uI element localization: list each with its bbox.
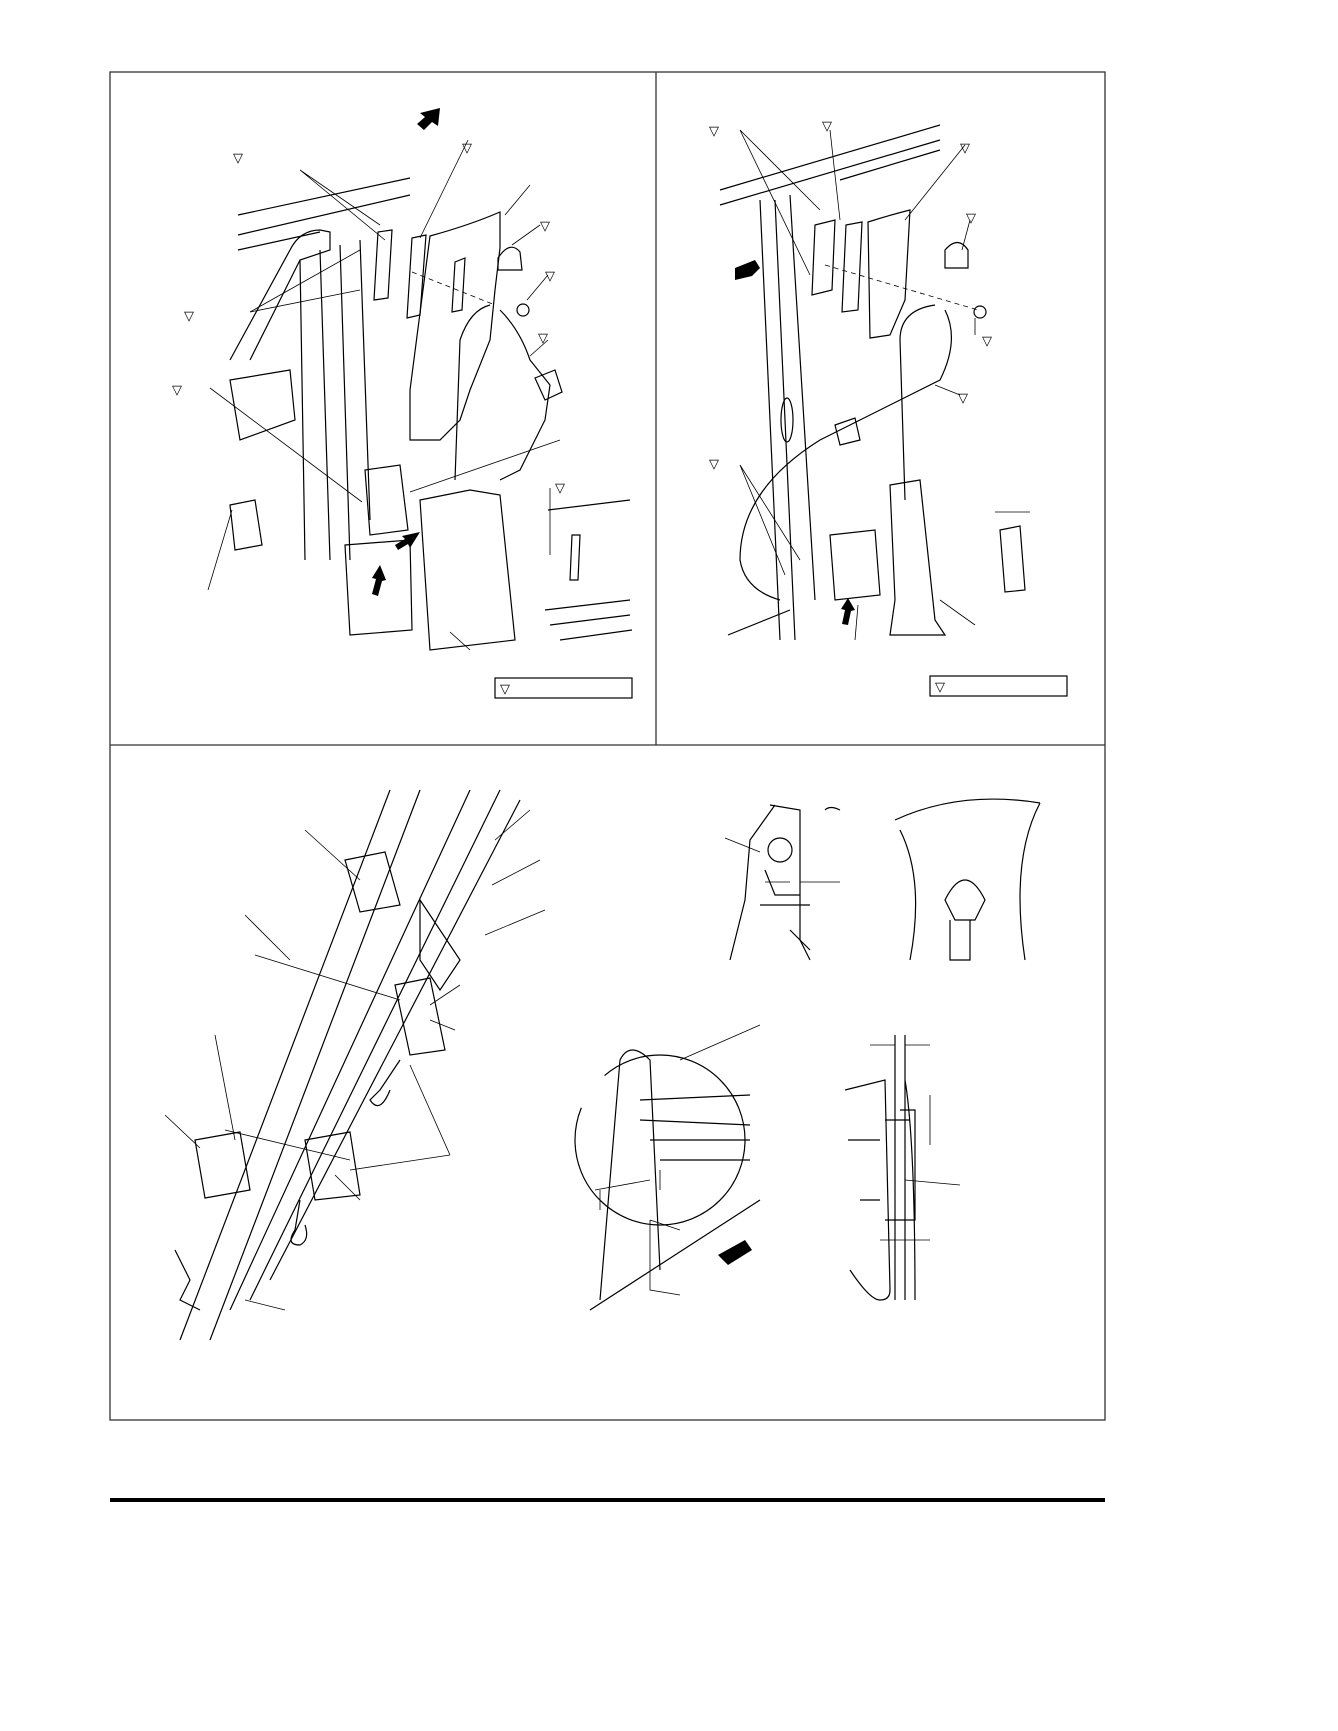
- detail-views: [574, 798, 1041, 1311]
- legend-symbol: ▽: [935, 680, 945, 695]
- marker: ▽: [172, 383, 182, 398]
- marker: ▽: [709, 457, 719, 472]
- front-direction-arrow-icon: [417, 108, 440, 130]
- legend-box: ▽: [494, 677, 633, 699]
- marker: ▽: [538, 331, 548, 346]
- marker: ▽: [960, 141, 970, 156]
- marker: ▽: [233, 151, 243, 166]
- marker: ▽: [184, 309, 194, 324]
- nut: [516, 303, 530, 317]
- panel-front-seatbelt-exploded: ▽ ▽ ▽ ▽ ▽ ▽ ▽ ▽ ▽: [172, 108, 633, 699]
- panel-anchor-cross-section: [164, 789, 546, 1341]
- marker: ▽: [982, 334, 992, 349]
- front-direction-arrow-icon: [735, 260, 760, 280]
- front-direction-arrow-icon: [718, 1240, 752, 1265]
- cap: [497, 246, 523, 271]
- panel-rear-seatbelt-exploded: ▽ ▽ ▽ ▽ ▽ ▽ ▽ ▽: [709, 119, 1068, 697]
- marker: ▽: [462, 141, 472, 156]
- retractor-detail: [229, 499, 263, 551]
- retractor: [829, 529, 881, 601]
- marker: ▽: [545, 269, 555, 284]
- marker: ▽: [958, 391, 968, 406]
- marker: ▽: [966, 211, 976, 226]
- retractor-detail: [999, 525, 1026, 593]
- legend-box: ▽: [929, 675, 1068, 697]
- arrow-icon: [372, 565, 386, 596]
- page-frame: [109, 71, 1106, 1502]
- marker: ▽: [555, 481, 565, 496]
- retractor: [364, 464, 409, 536]
- arrow-icon: [841, 598, 855, 625]
- marker: ▽: [822, 119, 832, 134]
- marker: ▽: [540, 219, 550, 234]
- nut: [973, 305, 987, 319]
- cap: [944, 241, 969, 269]
- legend-symbol: ▽: [500, 682, 510, 697]
- marker: ▽: [709, 124, 719, 139]
- arrow-icon: [395, 532, 420, 550]
